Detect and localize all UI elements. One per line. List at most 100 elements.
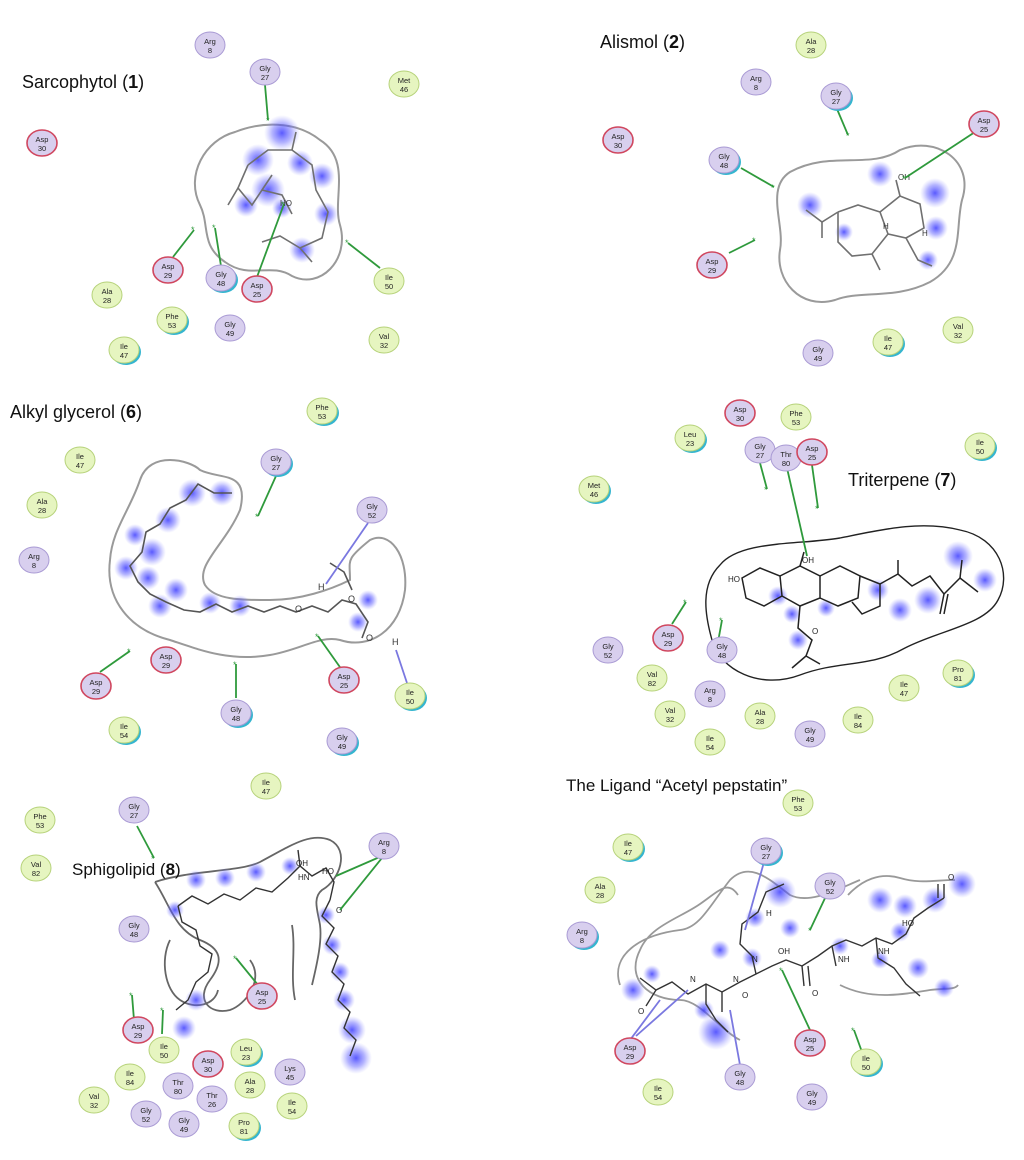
residue-bubble: [91, 281, 123, 309]
residue-bubble: [740, 68, 772, 96]
residue-number: 27: [272, 463, 280, 472]
residue-name: Lys: [284, 1064, 296, 1073]
residue-bubble: [148, 1036, 180, 1064]
residue-bubble: [276, 1092, 308, 1120]
residue-name: Gly: [830, 88, 842, 97]
residue-name: Gly: [602, 642, 614, 651]
residue-number: 48: [736, 1078, 744, 1087]
residue-name: Phe: [315, 403, 328, 412]
pocket-outline: [617, 870, 959, 1041]
residue-bubble: [942, 659, 974, 687]
residue-name: Ile: [884, 334, 892, 343]
residue-number: 32: [380, 341, 388, 350]
svg-text:*: *: [719, 616, 723, 626]
atom-label: HO: [280, 199, 292, 208]
residue-name: Ile: [854, 712, 862, 721]
pocket-outline: [108, 459, 407, 659]
residue-name: Asp: [36, 135, 49, 144]
residue-name: Asp: [706, 257, 719, 266]
residue-bubble: [156, 306, 188, 334]
residue-number: 46: [400, 85, 408, 94]
residue-name: Phe: [791, 795, 804, 804]
hbond-lines: [728, 108, 976, 254]
residue-name: Gly: [178, 1116, 190, 1125]
ligand-bonds: [741, 551, 979, 669]
residue-name: Asp: [90, 678, 103, 687]
residue-number: 50: [406, 697, 414, 706]
residue-bubble: [260, 448, 292, 476]
residue-bubble: [24, 806, 56, 834]
residue-number: 80: [782, 459, 790, 468]
residue-number: 27: [130, 811, 138, 820]
residue-name: Asp: [662, 630, 675, 639]
residue-number: 45: [286, 1073, 294, 1082]
residue-bubble: [150, 646, 182, 674]
residue-bubble: [356, 496, 388, 524]
svg-text:*: *: [808, 926, 812, 936]
atom-label: O: [742, 991, 748, 1000]
residue-number: 49: [814, 354, 822, 363]
residue-bubble: [602, 126, 634, 154]
residue-bubble: [814, 872, 846, 900]
residue-bubble: [802, 339, 834, 367]
pocket-outline: [154, 836, 342, 1012]
hbond-markers: ***: [779, 926, 855, 1036]
atom-label: O: [366, 633, 373, 643]
residue-bubble: [274, 1058, 306, 1086]
residue-name: Ile: [406, 688, 414, 697]
atom-label: O: [638, 1007, 644, 1016]
svg-text:*: *: [212, 223, 216, 233]
title-acetyl-pepstatin: The Ligand “Acetyl pepstatin”: [566, 776, 788, 795]
residue-number: 27: [832, 97, 840, 106]
residue-number: 32: [954, 331, 962, 340]
residue-name: Asp: [734, 405, 747, 414]
residue-number: 48: [720, 161, 728, 170]
residue-number: 52: [826, 887, 834, 896]
svg-text:*: *: [846, 131, 850, 141]
residue-name: Gly: [128, 921, 140, 930]
residue-number: 29: [708, 266, 716, 275]
residue-number: 48: [718, 651, 726, 660]
residue-bubble: [964, 432, 996, 460]
residue-name: Gly: [824, 878, 836, 887]
residue-number: 8: [208, 46, 212, 55]
residue-number: 28: [246, 1086, 254, 1095]
svg-text:*: *: [151, 854, 155, 864]
residue-number: 28: [103, 296, 111, 305]
svg-text:*: *: [255, 512, 259, 522]
residue-name: Gly: [270, 454, 282, 463]
atom-label: O: [336, 906, 342, 915]
residue-bubble: [674, 424, 706, 452]
residue-number: 27: [762, 852, 770, 861]
title-triterpene: Triterpene (7): [848, 470, 957, 490]
svg-text:*: *: [129, 991, 133, 1001]
atom-label: H: [766, 909, 772, 918]
residue-bubble: [706, 636, 738, 664]
residue-bubble: [234, 1071, 266, 1099]
residue-bubble: [18, 546, 50, 574]
svg-text:*: *: [127, 647, 131, 657]
